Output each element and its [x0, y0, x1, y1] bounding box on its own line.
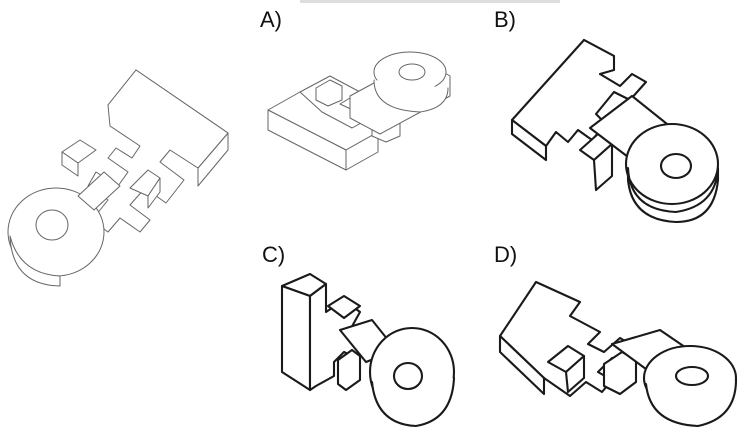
option-d-label: D): [494, 242, 517, 267]
option-a-shape[interactable]: [267, 51, 451, 171]
option-b-shape[interactable]: [510, 38, 720, 224]
cropped-text-strip: [300, 0, 560, 3]
option-d-shape[interactable]: [498, 280, 738, 428]
option-c-shape[interactable]: [280, 272, 456, 428]
option-b-label: B): [494, 7, 516, 32]
option-a-label: A): [260, 7, 282, 32]
reference-shape: [7, 69, 229, 287]
option-c-label: C): [262, 242, 285, 267]
